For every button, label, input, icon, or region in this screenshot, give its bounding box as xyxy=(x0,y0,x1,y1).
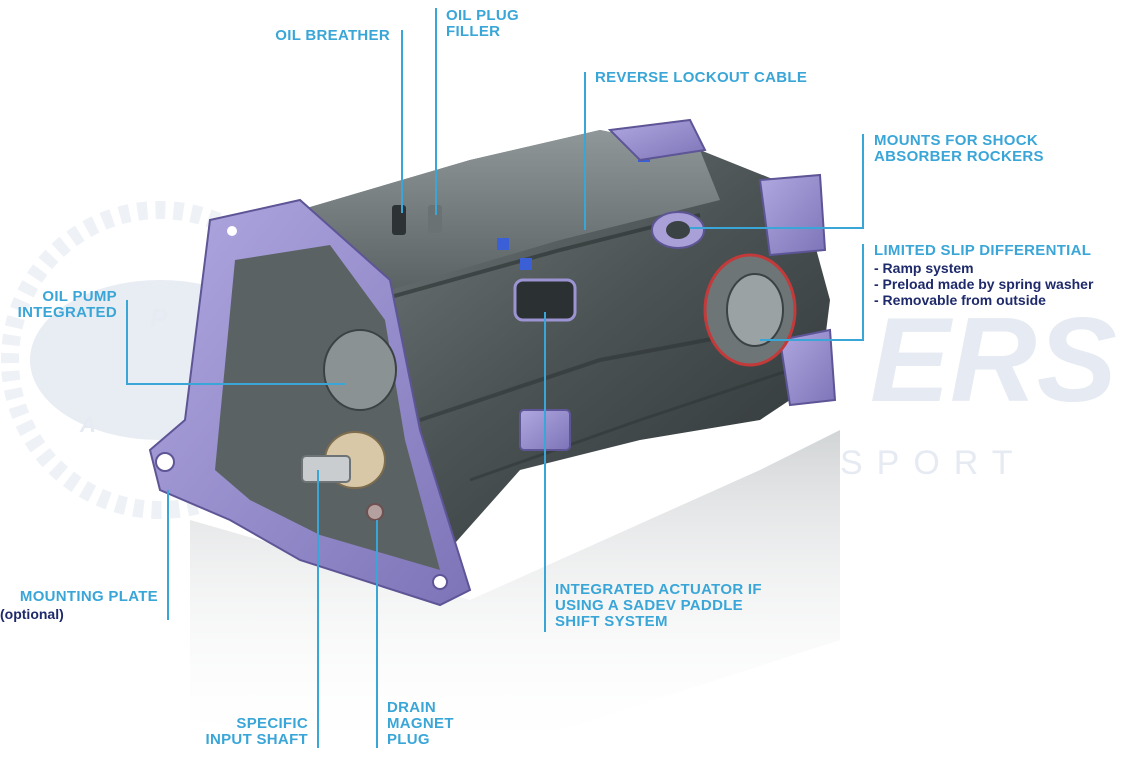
label-mounts-shock-absorber: MOUNTS FOR SHOCK ABSORBER ROCKERS xyxy=(874,132,1044,165)
label-specific-input-shaft: SPECIFIC INPUT SHAFT xyxy=(205,715,308,748)
lsd-feature-item: - Preload made by spring washer xyxy=(874,276,1094,292)
watermark-text: ERS xyxy=(870,293,1117,427)
drain-magnet-plug xyxy=(366,503,384,521)
watermark-letter-p: P xyxy=(150,303,168,333)
lsd-feature-item: - Ramp system xyxy=(874,260,974,276)
floor-reflection xyxy=(190,430,840,760)
shock-mount-top xyxy=(607,118,707,162)
input-shaft xyxy=(301,455,351,483)
watermark-subtext: SPORT xyxy=(840,444,1027,482)
leader-lsd xyxy=(760,244,864,341)
oil-plug-filler-fitting xyxy=(428,205,442,233)
leader-oil-pump xyxy=(126,300,345,385)
oil-pump-cover xyxy=(323,329,397,411)
label-integrated-actuator: INTEGRATED ACTUATOR IF USING A SADEV PAD… xyxy=(555,581,762,630)
label-limited-slip-differential: LIMITED SLIP DIFFERENTIAL xyxy=(874,242,1092,259)
label-mounting-plate-note: (optional) xyxy=(0,606,64,622)
shock-mount-right xyxy=(758,173,827,257)
label-drain-magnet-plug: DRAIN MAGNET PLUG xyxy=(387,699,454,748)
label-oil-pump: OIL PUMP INTEGRATED xyxy=(17,288,117,321)
label-reverse-lockout-cable: REVERSE LOCKOUT CABLE xyxy=(595,69,808,86)
lsd-feature-item: - Removable from outside xyxy=(874,292,1046,308)
bell-housing-recess xyxy=(215,245,440,570)
lsd-feature-list: - Ramp system - Preload made by spring w… xyxy=(874,260,1093,308)
label-oil-plug-filler: OIL PLUG FILLER xyxy=(446,7,519,40)
watermark-letter-a: A xyxy=(80,412,96,437)
label-oil-breather: OIL BREATHER xyxy=(275,27,390,44)
label-mounting-plate: MOUNTING PLATE xyxy=(19,588,158,605)
casing-top-face xyxy=(300,130,720,290)
leader-mounts-shock xyxy=(690,134,864,229)
